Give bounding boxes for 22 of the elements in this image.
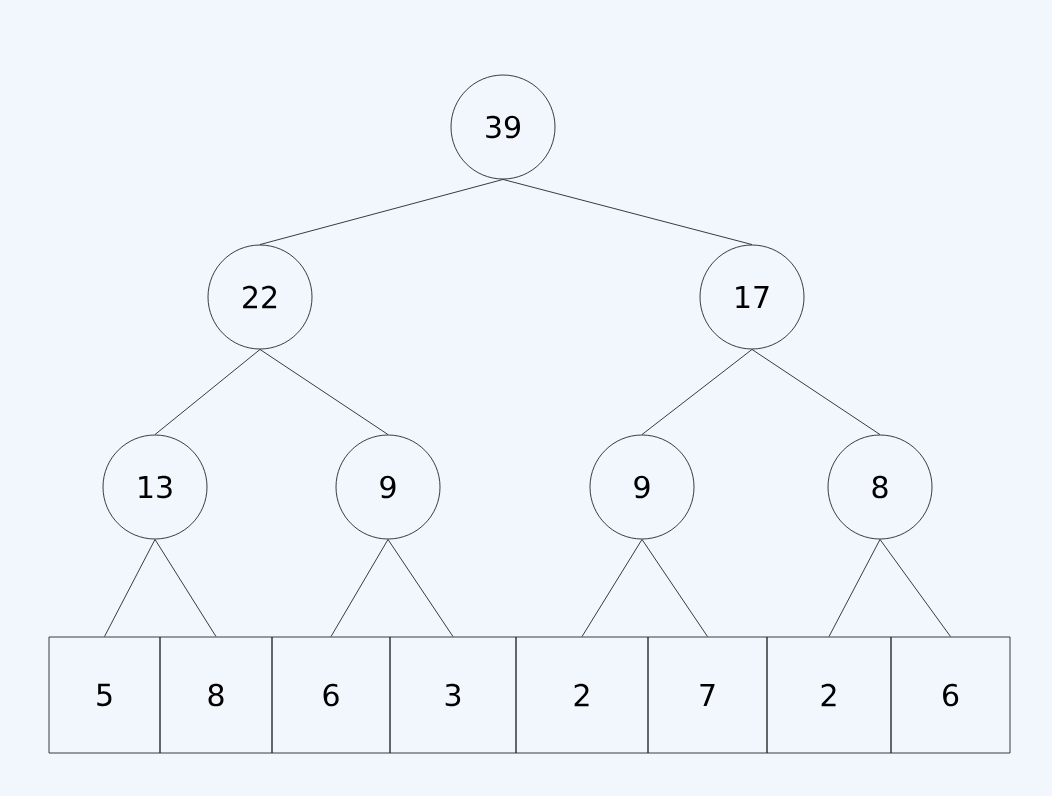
tree-edge <box>330 539 389 637</box>
array-cell: 5 <box>48 636 161 754</box>
array-cell: 7 <box>647 636 768 754</box>
array-cell: 2 <box>515 636 649 754</box>
tree-edge <box>751 349 881 435</box>
tree-edge <box>641 539 708 637</box>
tree-edge <box>154 349 261 435</box>
tree-edge <box>502 179 753 245</box>
tree-edge <box>641 349 753 435</box>
tree-edge <box>828 539 881 637</box>
tree-edge <box>104 539 156 637</box>
tree-edge <box>879 539 951 637</box>
tree-edge <box>387 539 454 637</box>
array-cell: 6 <box>890 636 1011 754</box>
array-cell: 8 <box>159 636 273 754</box>
tree-edge <box>259 349 389 435</box>
tree-edge <box>259 179 504 245</box>
array-cell: 3 <box>389 636 517 754</box>
tree-edge <box>154 539 217 637</box>
array-cell: 2 <box>766 636 892 754</box>
tree-edge <box>581 539 643 637</box>
array-cell: 6 <box>271 636 391 754</box>
